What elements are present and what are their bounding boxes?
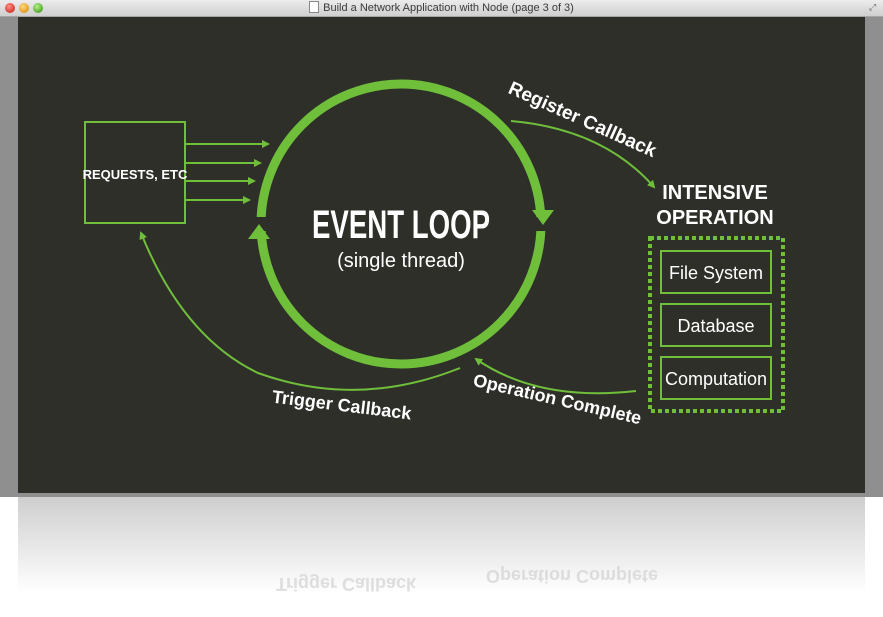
intensive-line2: OPERATION	[656, 207, 773, 229]
file-system-box	[660, 250, 772, 294]
request-arrows	[185, 140, 270, 204]
circle-gap-right	[532, 217, 552, 231]
intensive-operation-container	[648, 236, 785, 413]
trigger-callback-label: Trigger Callback	[271, 387, 413, 424]
operation-complete-arrow	[474, 357, 637, 395]
event-loop-title: EVENT LOOP	[312, 203, 490, 247]
loop-arrowhead-right	[532, 210, 554, 225]
slide-canvas: REQUESTS, ETC EVENT LOOP (single thread)…	[18, 17, 865, 493]
intensive-line1: INTENSIVE	[662, 182, 768, 204]
document-icon	[309, 1, 320, 13]
app-window: Build a Network Application with Node (p…	[0, 0, 883, 497]
reflection-operation-complete: Operation Complete	[486, 566, 659, 586]
event-loop-subtitle: (single thread)	[337, 250, 465, 272]
event-loop-diagram: REQUESTS, ETC EVENT LOOP (single thread)…	[83, 78, 785, 428]
loop-arrowhead-left	[248, 224, 270, 239]
window-title: Build a Network Application with Node (p…	[323, 2, 574, 14]
window-reflection: Trigger Callback Operation Complete	[18, 497, 865, 617]
requests-label: REQUESTS, ETC	[83, 167, 188, 182]
register-callback-arrow	[510, 120, 656, 189]
trigger-callback-arrow	[139, 231, 461, 391]
minimize-button[interactable]	[19, 3, 29, 13]
computation-box	[660, 356, 772, 400]
operation-complete-label: Operation Complete	[471, 370, 643, 428]
reflection-trigger-callback: Trigger Callback	[276, 574, 417, 594]
computation-label: Computation	[665, 369, 767, 389]
title-bar[interactable]: Build a Network Application with Node (p…	[0, 0, 883, 17]
circle-gap-left	[250, 217, 270, 231]
requests-box	[84, 121, 186, 224]
zoom-button[interactable]	[33, 3, 43, 13]
file-system-label: File System	[669, 263, 763, 283]
register-callback-label: Register Callback	[505, 78, 660, 162]
close-button[interactable]	[5, 3, 15, 13]
window-title-container: Build a Network Application with Node (p…	[0, 1, 883, 15]
database-box	[660, 303, 772, 347]
database-label: Database	[677, 316, 754, 336]
fullscreen-icon[interactable]: ⤢	[869, 2, 877, 12]
